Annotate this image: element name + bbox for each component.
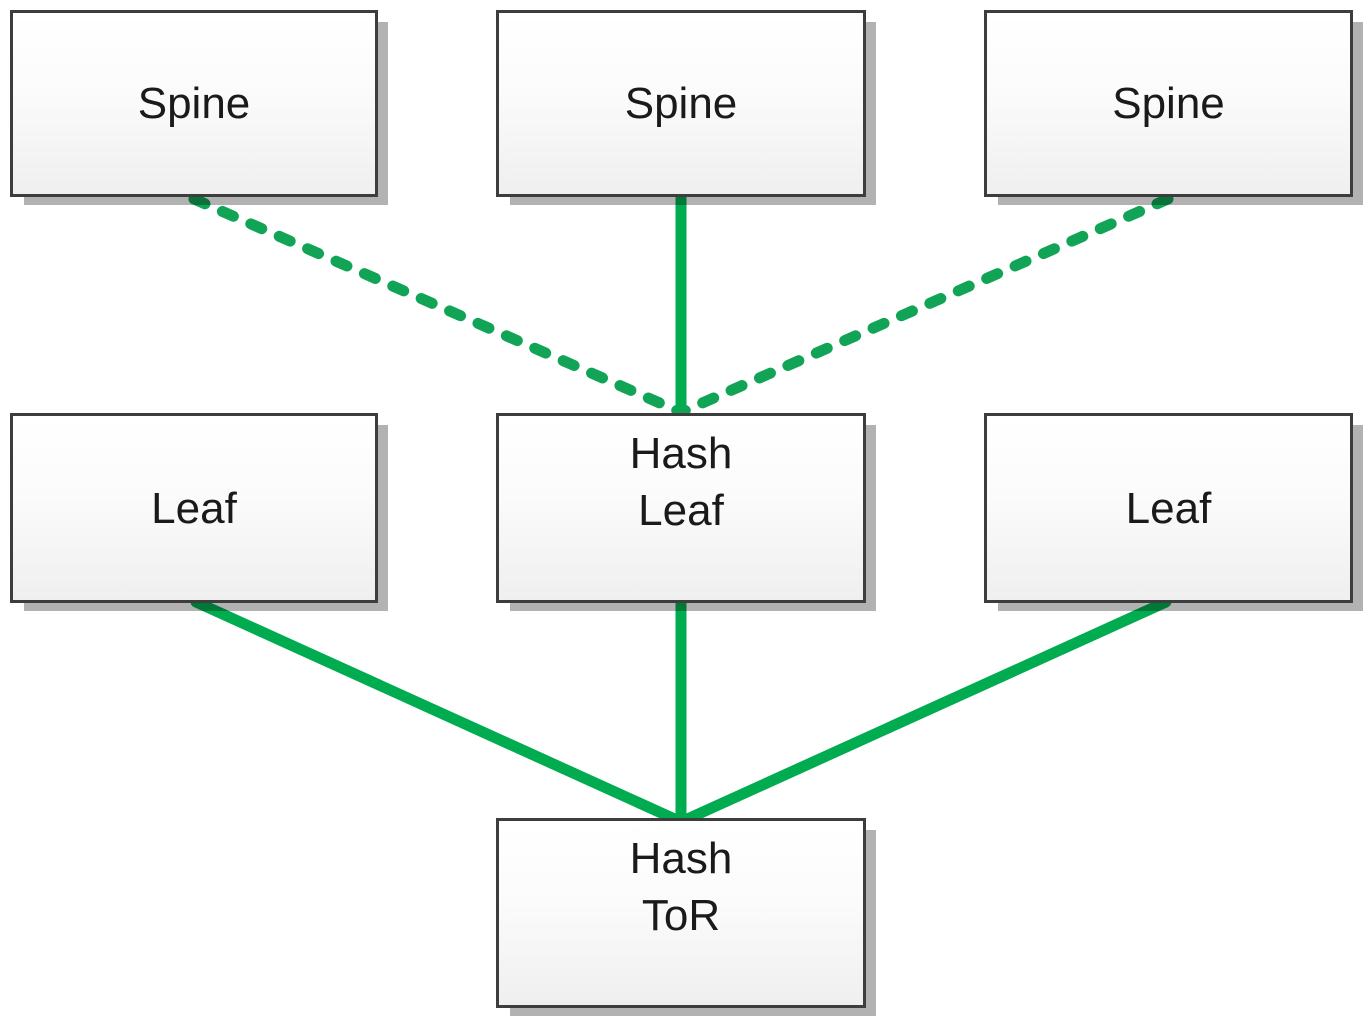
edge-spine-left-to-hash-leaf — [188, 193, 684, 417]
node-spine-right: Spine — [984, 10, 1353, 197]
edge-leaf-left-to-hash-tor — [190, 596, 685, 827]
edge-leaf-right-to-hash-tor — [677, 596, 1172, 827]
edge-spine-right-to-hash-leaf — [678, 193, 1174, 417]
node-spine-right-label: Spine — [1112, 79, 1225, 128]
node-hash-leaf-label-line1: Hash — [629, 429, 733, 478]
node-spine-left: Spine — [10, 10, 378, 197]
node-leaf-left-label: Leaf — [151, 483, 237, 533]
node-hash-tor-label-line1: Hash — [629, 834, 733, 883]
node-hash-leaf: Hash Leaf — [496, 413, 866, 603]
node-spine-left-label: Spine — [137, 79, 251, 128]
node-spine-middle-label: Spine — [624, 79, 738, 128]
node-leaf-right-label: Leaf — [1125, 483, 1212, 533]
node-hash-tor: Hash ToR — [496, 818, 866, 1008]
node-leaf-left: Leaf — [10, 413, 378, 603]
node-spine-middle: Spine — [496, 10, 866, 197]
node-hash-tor-label-line2: ToR — [641, 891, 721, 940]
node-leaf-right: Leaf — [984, 413, 1353, 603]
node-hash-leaf-label-line2: Leaf — [638, 486, 724, 535]
